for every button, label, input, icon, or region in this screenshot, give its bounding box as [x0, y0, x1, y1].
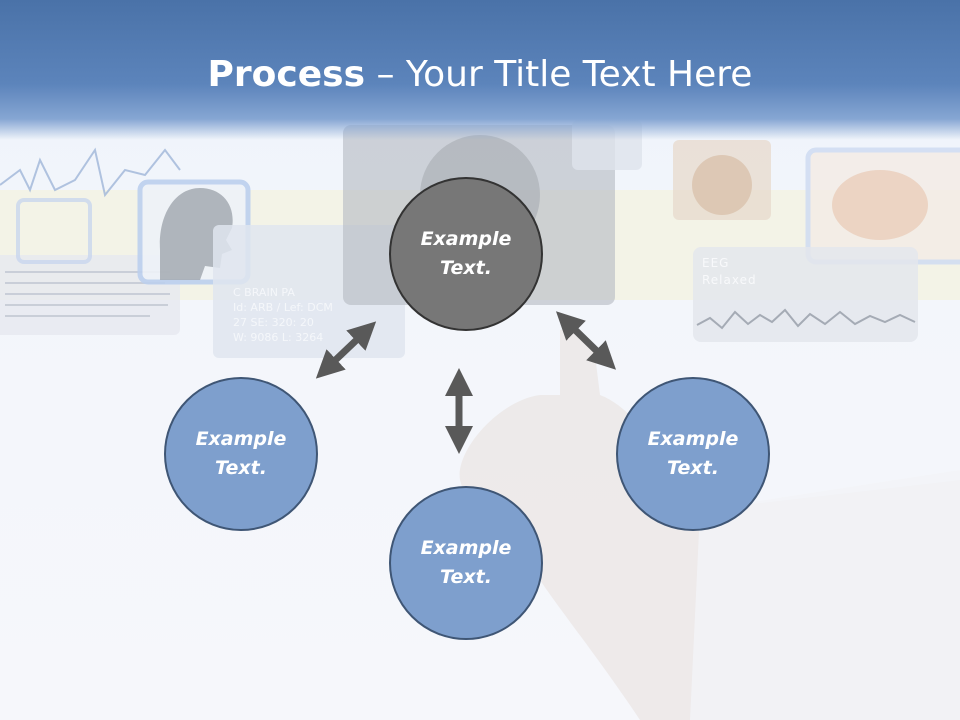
- eeg-text: EEG Relaxed: [702, 255, 757, 289]
- circle-left-text: Example Text.: [195, 428, 287, 479]
- title-rest: – Your Title Text Here: [365, 54, 753, 95]
- dicom-line: W: 9086 L: 3264: [233, 331, 324, 344]
- arrow-top-left: [315, 321, 377, 379]
- circle-top: Example Text.: [389, 177, 543, 331]
- slide-title: Process – Your Title Text Here: [0, 52, 960, 98]
- dicom-line: 27 SE: 320: 20: [233, 316, 314, 329]
- title-bold: Process: [207, 54, 366, 95]
- circle-bottom: Example Text.: [389, 486, 543, 640]
- eeg-label: EEG: [702, 256, 730, 270]
- circle-bottom-text: Example Text.: [420, 537, 512, 588]
- title-bar: [0, 0, 960, 140]
- circle-left: Example Text.: [164, 377, 318, 531]
- circle-right-text: Example Text.: [647, 428, 739, 479]
- circle-top-text: Example Text.: [420, 228, 512, 279]
- eeg-state: Relaxed: [702, 273, 757, 287]
- arrow-top-right: [555, 311, 617, 370]
- dicom-text: C BRAIN PA Id: ARB / Lef: DCM 27 SE: 320…: [233, 285, 333, 345]
- dicom-line: C BRAIN PA: [233, 286, 295, 299]
- dicom-line: Id: ARB / Lef: DCM: [233, 301, 333, 314]
- circle-right: Example Text.: [616, 377, 770, 531]
